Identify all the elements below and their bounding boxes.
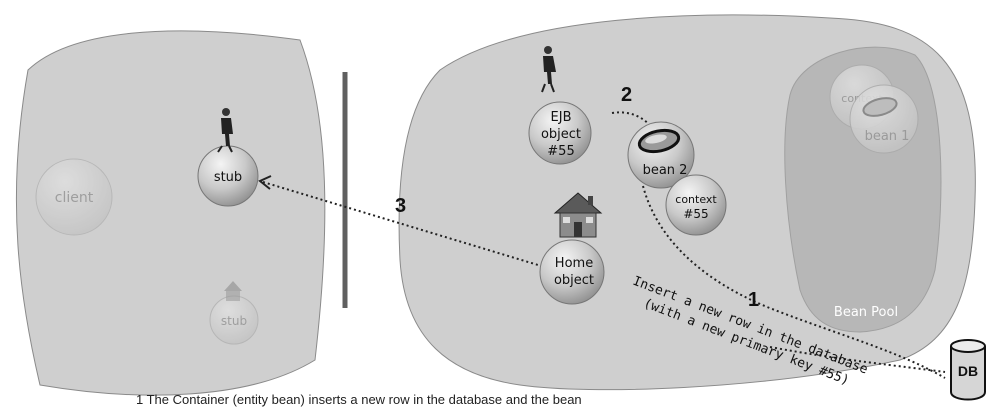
context-line1: context	[675, 193, 717, 206]
home-object-bubble	[540, 240, 604, 304]
database-label: DB	[958, 363, 978, 379]
ejb-object-line1: EJB	[551, 110, 572, 125]
step-number-1: 1	[748, 289, 759, 311]
home-object-line1: Home	[555, 256, 593, 271]
bean-pool-label: Bean Pool	[834, 305, 898, 320]
step-number-3: 3	[395, 195, 406, 217]
bean1-label: bean 1	[865, 129, 910, 144]
figure-caption: 1 The Container (entity bean) inserts a …	[136, 392, 582, 407]
home-object-line2: object	[554, 273, 594, 288]
stub-faded-label: stub	[221, 314, 247, 328]
client-label: client	[55, 190, 94, 206]
step-number-2: 2	[621, 84, 632, 106]
bean2-label: bean 2	[643, 163, 688, 178]
ejb-object-line3: #55	[547, 144, 574, 159]
ejb-object-line2: object	[541, 127, 581, 142]
stub-label: stub	[214, 170, 242, 185]
context-line2: #55	[683, 207, 708, 221]
